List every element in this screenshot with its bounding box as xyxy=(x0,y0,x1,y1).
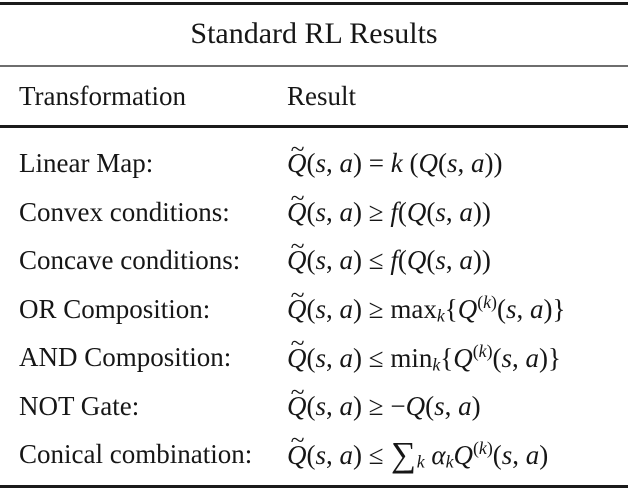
q-tilde: ~Q xyxy=(287,279,307,325)
table-row: AND Composition: ~Q(s, a) ≤ mink{Q(k)(s, … xyxy=(0,328,628,383)
table-row: Conical combination: ~Q(s, a) ≤ ∑k αkQ(k)… xyxy=(0,425,628,480)
tilde-accent: ~ xyxy=(290,231,305,261)
transformation-label: Concave conditions: xyxy=(19,245,241,276)
tilde-accent: ~ xyxy=(290,279,305,309)
header-row: Transformation Result xyxy=(0,81,628,112)
q-tilde: ~Q xyxy=(287,376,307,421)
table-row: NOT Gate: ~Q(s, a) ≥ −Q(s, a) xyxy=(0,376,628,432)
result-formula: ~Q(s, a) = k (Q(s, a)) xyxy=(287,134,503,179)
table-row: Convex conditions: ~Q(s, a) ≥ f(Q(s, a)) xyxy=(0,182,628,238)
result-formula: ~Q(s, a) ≤ mink{Q(k)(s, a)} xyxy=(287,328,561,375)
table-row: Linear Map: ~Q(s, a) = k (Q(s, a)) xyxy=(0,134,628,189)
column-header-transformation: Transformation xyxy=(19,81,186,111)
tilde-accent: ~ xyxy=(290,425,305,455)
result-formula: ~Q(s, a) ≤ f(Q(s, a)) xyxy=(287,231,491,276)
q-tilde: ~Q xyxy=(287,425,307,470)
transformation-label: Linear Map: xyxy=(19,148,154,179)
top-rule xyxy=(0,2,628,5)
transformation-label: Conical combination: xyxy=(19,439,253,470)
q-tilde: ~Q xyxy=(287,134,307,179)
header-divider-rule xyxy=(0,125,628,128)
result-formula: ~Q(s, a) ≤ ∑k αkQ(k)(s, a) xyxy=(287,425,549,475)
transformation-label: AND Composition: xyxy=(19,342,232,373)
tilde-accent: ~ xyxy=(290,328,305,358)
q-tilde: ~Q xyxy=(287,231,307,276)
result-formula: ~Q(s, a) ≥ −Q(s, a) xyxy=(287,376,481,421)
title-divider-rule xyxy=(0,65,628,67)
table-rows: Linear Map:~Q(s, a) = k (Q(s, a))Convex … xyxy=(0,134,628,480)
transformation-label: NOT Gate: xyxy=(19,390,140,421)
tilde-accent: ~ xyxy=(290,376,305,406)
tilde-accent: ~ xyxy=(290,182,305,212)
tilde-accent: ~ xyxy=(290,134,305,164)
table-title: Standard RL Results xyxy=(190,17,438,50)
transformation-label: OR Composition: xyxy=(19,293,211,324)
result-formula: ~Q(s, a) ≥ f(Q(s, a)) xyxy=(287,182,491,227)
column-header-result: Result xyxy=(287,81,357,111)
table-row: OR Composition: ~Q(s, a) ≥ maxk{Q(k)(s, a… xyxy=(0,279,628,335)
transformation-label: Convex conditions: xyxy=(19,196,230,227)
table-row: Concave conditions: ~Q(s, a) ≤ f(Q(s, a)) xyxy=(0,231,628,286)
bottom-rule xyxy=(0,485,628,488)
q-tilde: ~Q xyxy=(287,182,307,227)
result-formula: ~Q(s, a) ≥ maxk{Q(k)(s, a)} xyxy=(287,279,566,326)
sum-operator: ∑ xyxy=(391,435,417,475)
q-tilde: ~Q xyxy=(287,328,307,373)
